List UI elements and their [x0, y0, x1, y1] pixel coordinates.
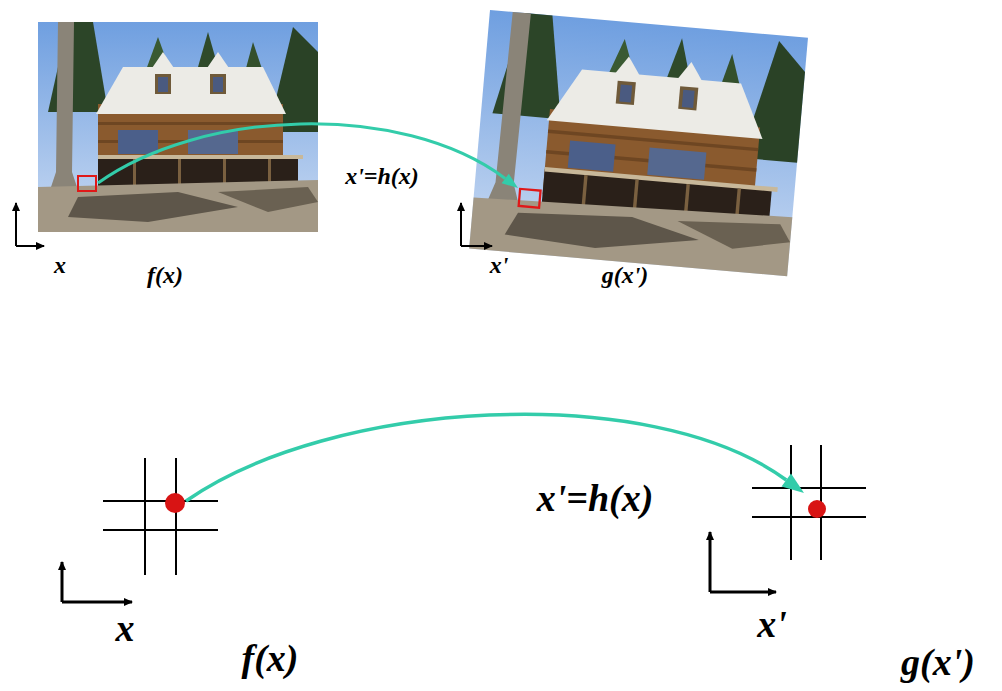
axis-label: x' [490, 252, 509, 278]
axis-label: x' [757, 604, 787, 646]
pixel-grid: g(x') [750, 443, 868, 563]
edge-label: x'=h(x) [534, 478, 657, 520]
axis-label: x [116, 608, 135, 650]
axis-label: x [54, 252, 66, 278]
pixel-grid: f(x) [100, 455, 222, 577]
image-panel: g(x') [469, 10, 809, 272]
mapping-arrow [186, 414, 786, 501]
function-label: f(x) [147, 262, 183, 288]
function-label: g(x') [901, 642, 975, 684]
function-label: f(x) [242, 638, 299, 680]
mapping-arrow [98, 124, 505, 183]
edge-label: x'=h(x) [342, 163, 422, 189]
image-panel: f(x) [38, 22, 318, 232]
arrow-head [502, 174, 518, 188]
function-label: g(x') [602, 262, 649, 288]
arrow-head [782, 474, 804, 493]
